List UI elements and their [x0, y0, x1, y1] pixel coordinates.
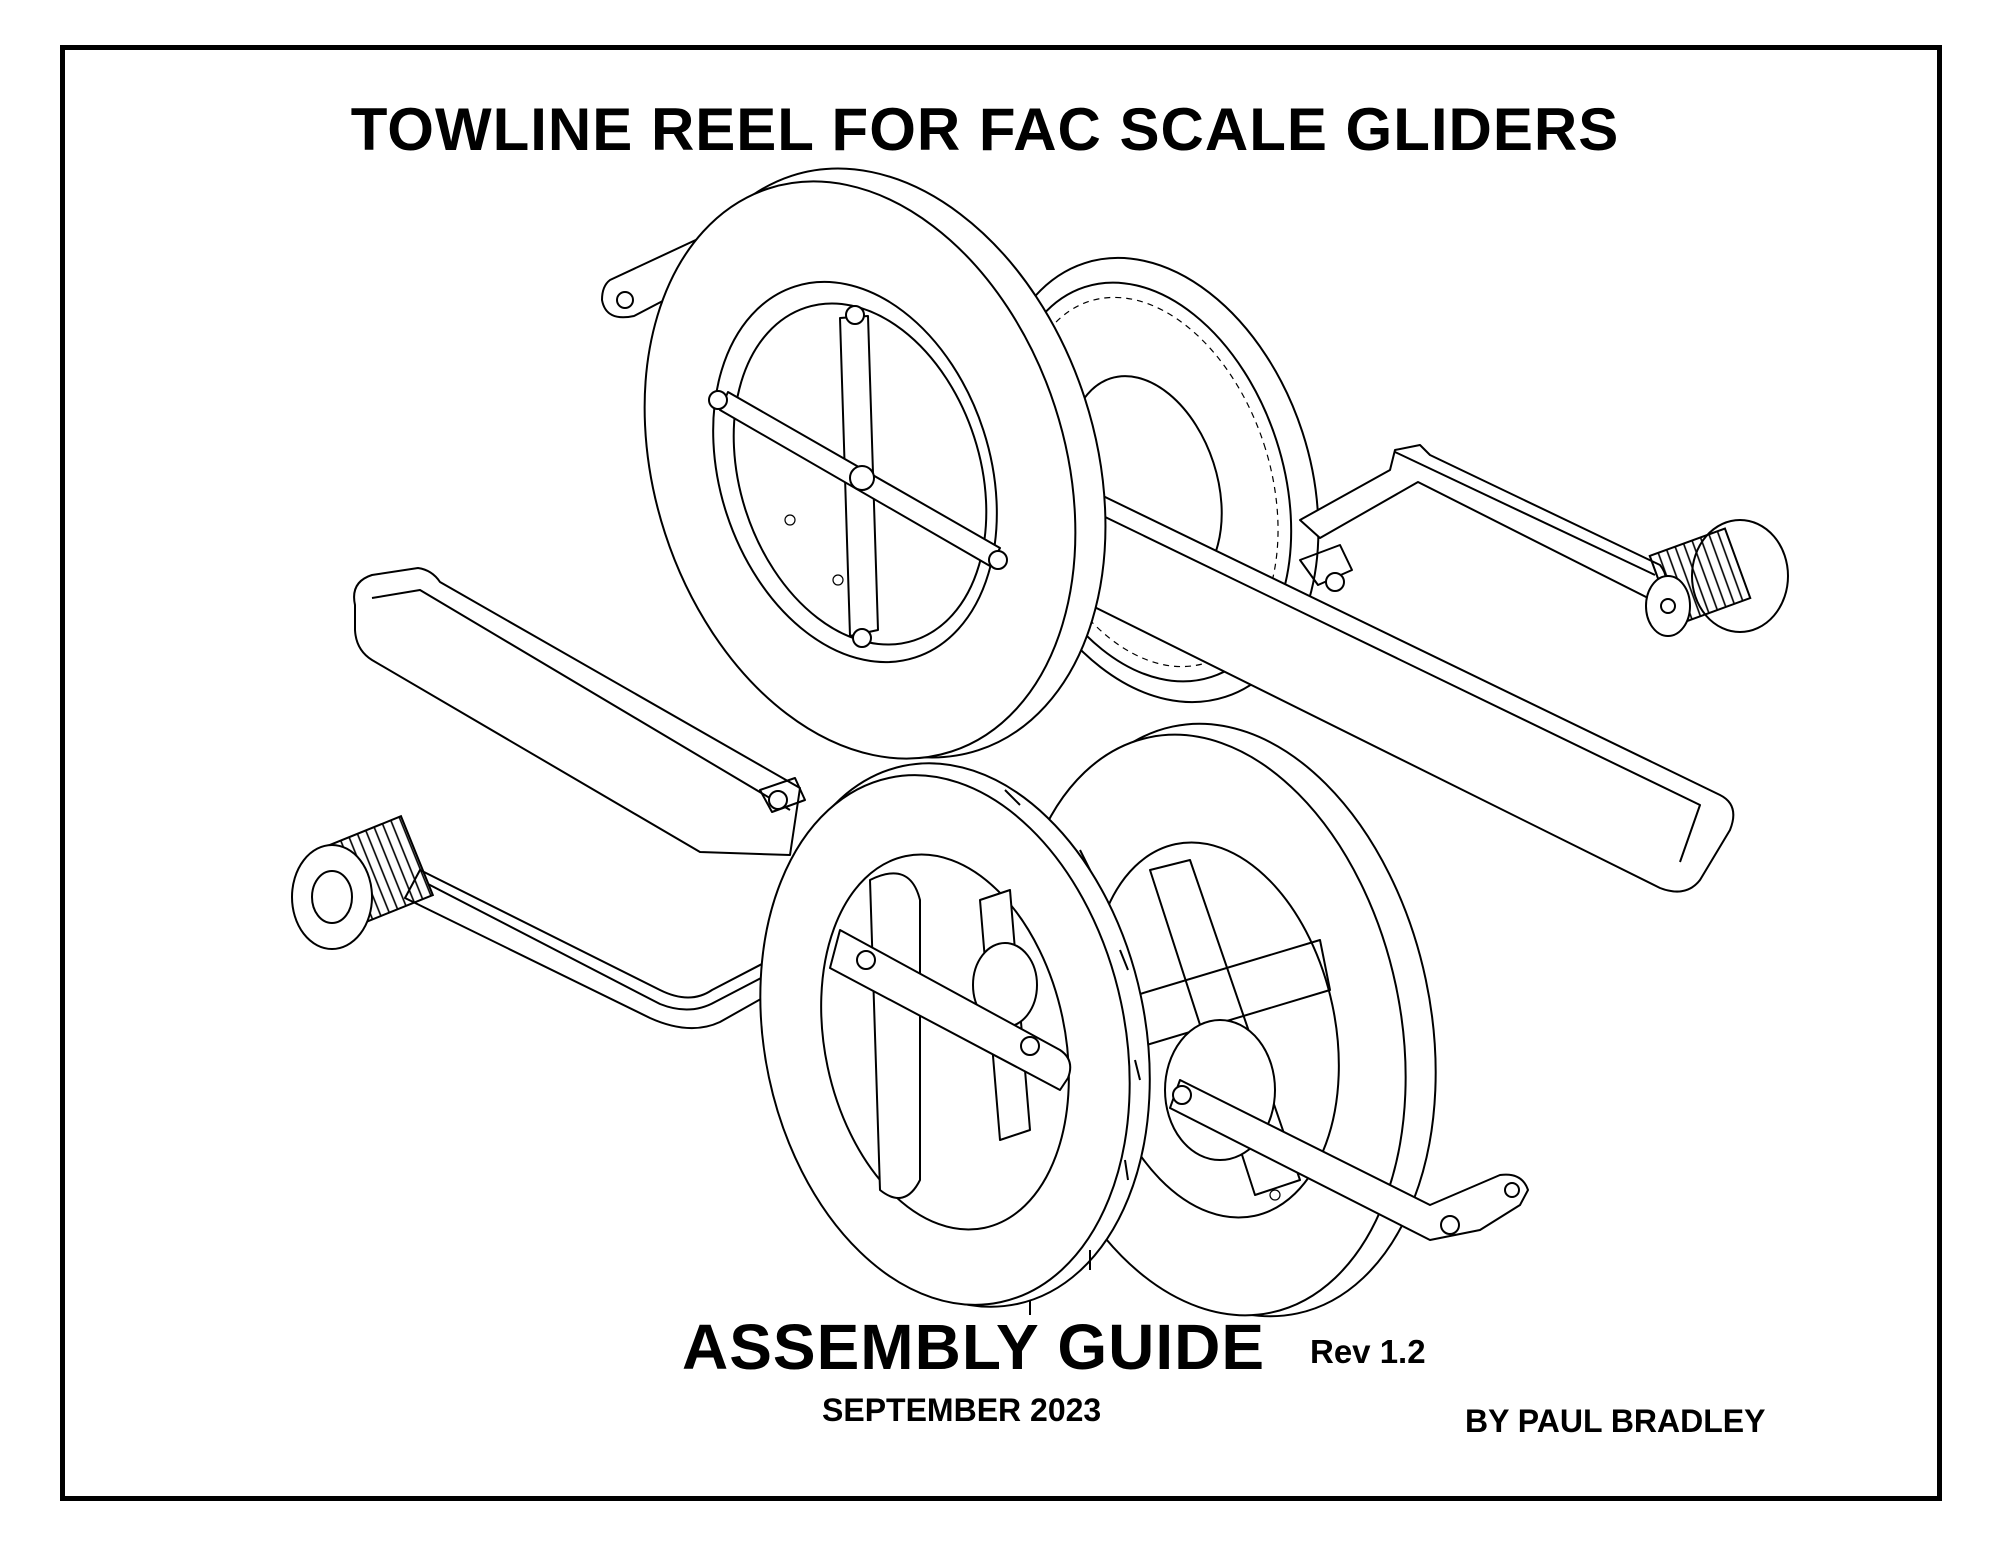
assembly-guide-heading: ASSEMBLY GUIDE: [682, 1311, 1266, 1383]
gear-ring-notches: [1005, 790, 1140, 1315]
top-reel-assembly: [574, 111, 1788, 892]
bottom-crossbar: [830, 930, 1070, 1090]
left-handle-bar: [354, 568, 805, 855]
top-knurled-knob: [1646, 520, 1788, 636]
top-spool: [574, 111, 1178, 815]
top-crank-arm: [1300, 445, 1666, 600]
author-label: BY PAUL BRADLEY: [1465, 1403, 1766, 1439]
bottom-spindle-bar: [1170, 1080, 1528, 1240]
date-label: SEPTEMBER 2023: [822, 1392, 1102, 1428]
sheet-border: [60, 45, 1942, 1501]
revision-label: Rev 1.2: [1310, 1333, 1426, 1370]
top-main-bar: [1040, 480, 1733, 892]
bottom-reel-assembly: [713, 686, 1528, 1354]
bottom-knurled-knob: [292, 816, 433, 949]
document-title: TOWLINE REEL FOR FAC SCALE GLIDERS: [350, 96, 1620, 163]
